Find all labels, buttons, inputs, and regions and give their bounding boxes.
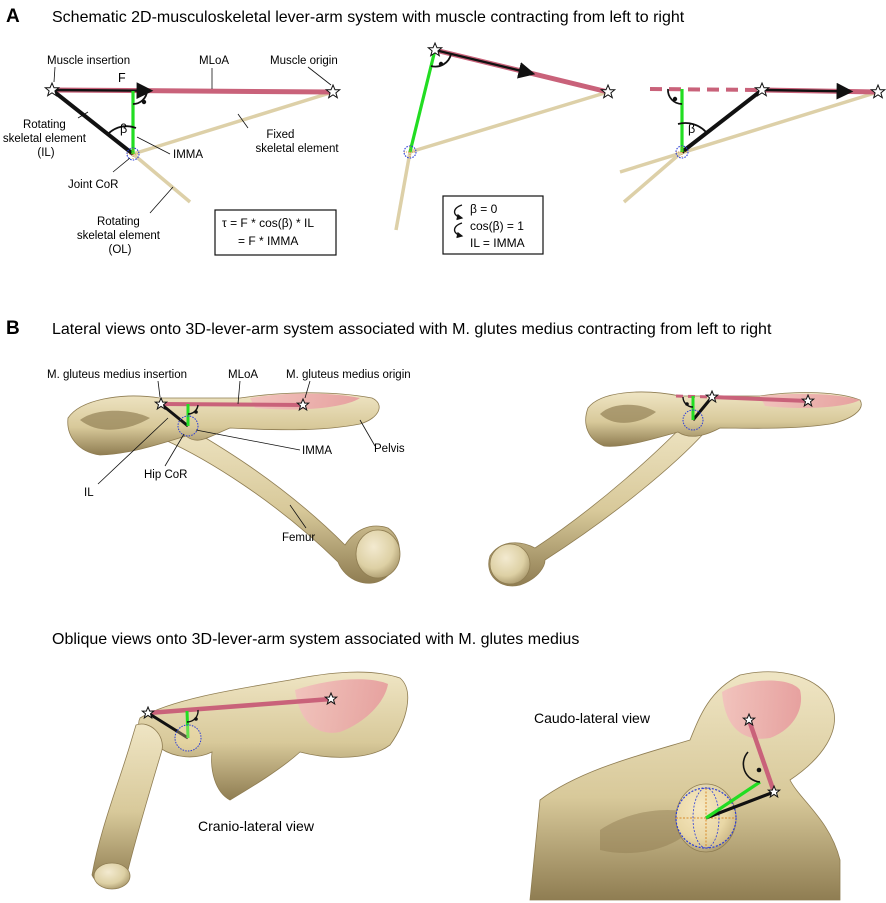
- force-arrow-2: [436, 49, 536, 79]
- caudo-lateral-label: Caudo-lateral view: [534, 710, 651, 726]
- label-joint-cor: Joint CoR: [68, 179, 119, 191]
- caudo-insertion-star-icon: [766, 784, 782, 799]
- lateral-il-line: [160, 402, 189, 428]
- label-hip-cor: Hip CoR: [144, 469, 187, 481]
- label-il: IL: [84, 487, 94, 499]
- lateral-insertion-star-icon: [153, 396, 169, 411]
- fixed-skeletal-element: [132, 90, 334, 156]
- equation-box: [214, 209, 337, 256]
- lateral-mloa-line: [160, 402, 304, 407]
- equation-line-1: τ = F * cos(β) * IL: [222, 216, 314, 230]
- fixed-skeletal-element-2: [409, 90, 609, 154]
- cranio-femur-condyle: [93, 862, 131, 890]
- curved-arrow-icon-2: [453, 222, 464, 239]
- label-femur: Femur: [282, 532, 315, 544]
- femur-head-right: [489, 543, 531, 585]
- panel-b-letter: B: [6, 318, 20, 339]
- curved-arrow-icon-1: [453, 204, 464, 221]
- label-pelvis: Pelvis: [374, 443, 405, 455]
- origin-star-icon-2: [599, 83, 617, 99]
- cranio-origin-star-icon: [323, 691, 339, 706]
- mloa-dashed-extension: [649, 87, 763, 92]
- label-muscle-origin: Muscle origin: [270, 55, 338, 67]
- right-angle-dot-3: [672, 96, 678, 102]
- condition-line-1: β = 0: [470, 202, 498, 216]
- rotating-element-ol: [131, 152, 192, 204]
- cranio-muscle-area: [295, 679, 388, 733]
- cranio-femur-bone: [91, 723, 163, 885]
- hip-cor-icon: [177, 415, 199, 437]
- cranio-insertion-star-icon: [140, 705, 156, 720]
- right-angle-dot: [141, 99, 147, 105]
- insertion-star-icon-2: [426, 41, 444, 57]
- cranio-lateral-label: Cranio-lateral view: [198, 818, 315, 834]
- lateral-view-left: M. gluteus medius insertion MLoA M. glut…: [47, 369, 411, 584]
- label-gm-origin: M. gluteus medius origin: [286, 369, 411, 381]
- rotating-element-ol-2: [394, 151, 412, 231]
- label-beta: β: [120, 122, 127, 136]
- label-fixed-element: Fixed skeletal element: [255, 129, 339, 155]
- label-gm-imma: IMMA: [302, 445, 332, 457]
- label-rotating-il: Rotating skeletal element (IL): [3, 119, 89, 159]
- caudo-il-line: [705, 790, 775, 820]
- label-gm-mloa: MLoA: [228, 369, 258, 381]
- caudo-muscle-area: [722, 680, 802, 739]
- right-origin-star-icon: [800, 393, 816, 408]
- label-gm-insertion: M. gluteus medius insertion: [47, 369, 187, 381]
- right-angle-mark-3: [667, 88, 683, 105]
- imma-il-line-2: [408, 49, 437, 153]
- il-lever-arm-3: [680, 88, 764, 154]
- cranio-il-line: [147, 711, 189, 740]
- beta-arc-3: [677, 122, 707, 133]
- label-imma: IMMA: [173, 149, 203, 161]
- label-rotating-ol: Rotating skeletal element (OL): [77, 216, 163, 256]
- cranio-mloa-line: [147, 696, 332, 716]
- cranio-imma-line: [185, 710, 190, 739]
- label-mloa: MLoA: [199, 55, 229, 67]
- oblique-title: Oblique views onto 3D-lever-arm system a…: [52, 631, 579, 648]
- caudo-mloa-line: [746, 719, 777, 793]
- cranio-cor-icon: [174, 724, 202, 752]
- label-muscle-insertion: Muscle insertion: [47, 55, 130, 67]
- condition-line-2: cos(β) = 1: [470, 219, 524, 233]
- force-arrow-3: [765, 82, 854, 100]
- right-angle-dot-2: [438, 61, 444, 67]
- cranio-lateral-view: Cranio-lateral view: [91, 671, 409, 890]
- insertion-star-icon-3: [753, 81, 771, 97]
- schematic-1: Muscle insertion F MLoA Muscle origin Ro…: [3, 55, 342, 256]
- rotating-element-ol-3: [622, 150, 684, 204]
- label-force: F: [118, 71, 126, 85]
- panel-b-title: Lateral views onto 3D-lever-arm system a…: [52, 321, 772, 338]
- lateral-view-right: [488, 389, 862, 587]
- origin-star-icon-3: [869, 83, 886, 99]
- panel-a-title: Schematic 2D-musculoskeletal lever-arm s…: [52, 9, 685, 26]
- beta-arc: [107, 125, 137, 135]
- equation-line-2: = F * IMMA: [238, 234, 298, 248]
- right-mloa-line: [711, 395, 809, 403]
- origin-star-icon: [324, 83, 342, 99]
- fixed-skeletal-element-3: [619, 90, 879, 174]
- schematic-2: β = 0 cos(β) = 1 IL = IMMA: [394, 41, 617, 255]
- caudo-lateral-view: Caudo-lateral view: [529, 671, 841, 901]
- insertion-star-icon: [43, 81, 61, 97]
- right-angle-mark: [132, 90, 148, 105]
- caudo-origin-star-icon: [741, 712, 757, 727]
- right-insertion-star-icon: [704, 389, 720, 404]
- femur-bone-right: [488, 417, 706, 587]
- right-angle-mark-2: [430, 53, 452, 68]
- schematic-3: β: [619, 81, 886, 204]
- right-hip-cor-icon: [682, 409, 704, 431]
- force-arrow: [53, 82, 154, 100]
- label-beta-3: β: [688, 122, 695, 136]
- condition-line-3: IL = IMMA: [470, 236, 525, 250]
- caudo-imma-line: [705, 780, 761, 820]
- femur-head: [355, 529, 401, 579]
- panel-a-letter: A: [6, 6, 20, 27]
- il-lever-arm: [50, 88, 135, 156]
- lateral-origin-star-icon: [295, 397, 311, 412]
